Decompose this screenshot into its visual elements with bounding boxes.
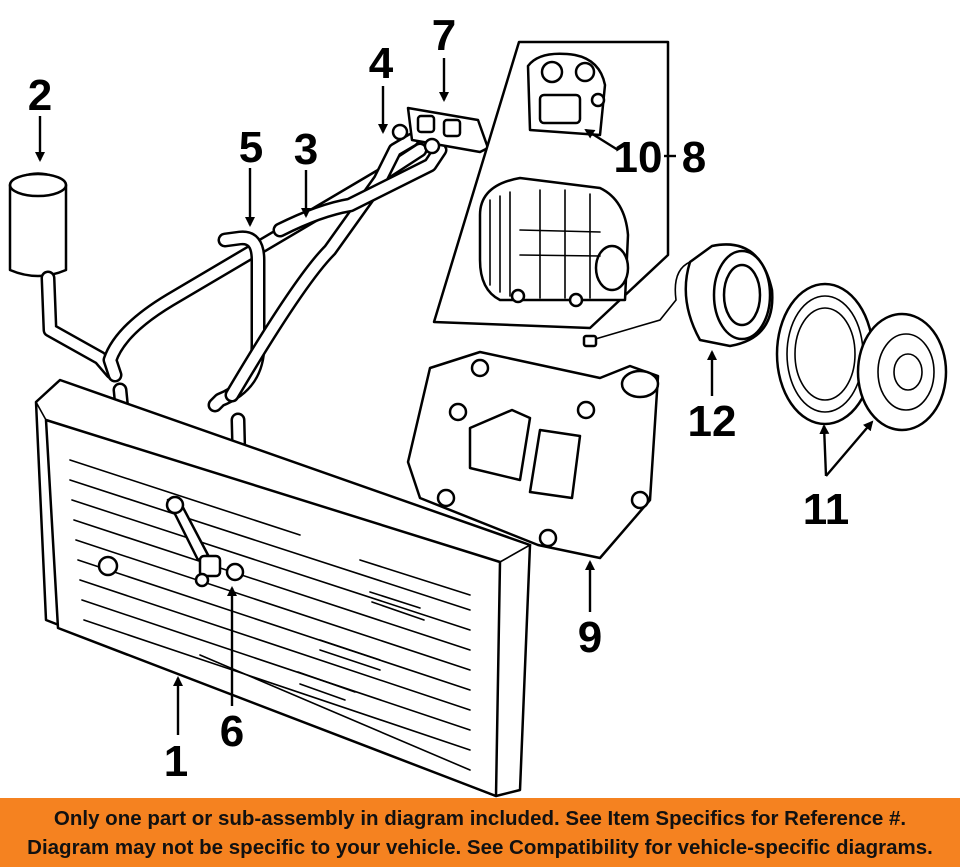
callout-8: 8 xyxy=(682,133,706,182)
callout-2: 2 xyxy=(28,71,52,120)
callout-9: 9 xyxy=(578,613,602,662)
callout-3: 3 xyxy=(294,125,318,174)
leader-lines xyxy=(35,58,874,735)
diagram-canvas: 2 5 3 4 7 10 8 12 11 9 6 1 xyxy=(8,11,948,798)
callout-6: 6 xyxy=(220,707,244,756)
disclaimer-line-2: Diagram may not be specific to your vehi… xyxy=(27,835,933,859)
disclaimer-banner: Only one part or sub-assembly in diagram… xyxy=(0,798,960,867)
manifold-block xyxy=(391,106,490,155)
callout-11: 11 xyxy=(803,485,850,534)
callout-4: 4 xyxy=(369,39,394,88)
callout-10: 10 xyxy=(614,133,663,182)
clutch-coil xyxy=(582,243,774,348)
receiver-drier xyxy=(8,172,120,380)
parts-diagram: 2 5 3 4 7 10 8 12 11 9 6 1 xyxy=(8,11,948,798)
compressor-bracket xyxy=(406,350,660,560)
callout-7: 7 xyxy=(432,11,456,60)
condenser xyxy=(34,378,532,798)
callout-labels: 2 5 3 4 7 10 8 12 11 9 6 1 xyxy=(28,11,850,786)
clutch-pulley xyxy=(775,282,948,432)
callout-5: 5 xyxy=(239,123,263,172)
compressor-assembly xyxy=(432,40,670,330)
callout-12: 12 xyxy=(688,397,737,446)
disclaimer-line-1: Only one part or sub-assembly in diagram… xyxy=(53,806,907,830)
callout-1: 1 xyxy=(164,737,188,786)
